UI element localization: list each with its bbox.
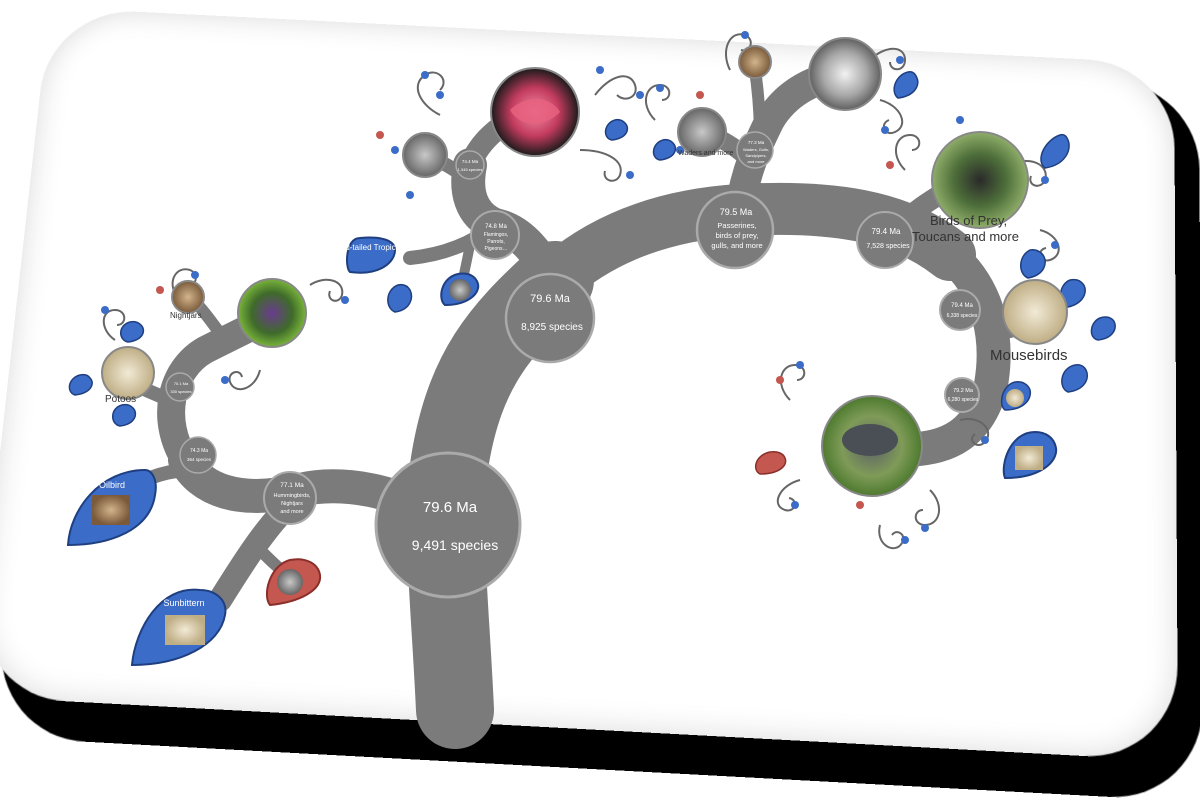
bird-print-photo (1015, 446, 1043, 470)
leaf-dots-red (156, 91, 894, 509)
passeri-node-age: 79.2 Ma (953, 388, 974, 394)
oilbird-label: Oilbird (99, 480, 125, 490)
nightjar-node-species: 330 species (170, 389, 191, 394)
landbirds-age: 79.4 Ma (872, 227, 901, 236)
wader-photo[interactable] (677, 107, 727, 157)
leaf-junco-red[interactable] (754, 451, 787, 475)
node-neoaves[interactable]: 79.6 Ma 8,925 species (504, 272, 596, 364)
tree-branches (118, 60, 1040, 749)
waders-node-desc-1: Waders, Gulls, (743, 147, 769, 152)
leaf-sunbittern[interactable]: Sunbittern (130, 588, 227, 667)
nightjars-label: Nightjars (170, 311, 202, 320)
hornbill-photo[interactable] (931, 131, 1029, 229)
waders-node-age: 77.3 Ma (748, 140, 765, 145)
potoo-node-species: 364 species (187, 457, 212, 462)
tropicbird-photo (449, 279, 471, 301)
passerines-desc-2: birds of prey, (716, 231, 759, 240)
nightjar-photo[interactable] (171, 280, 205, 314)
mousebird-node-age: 79.4 Ma (951, 303, 973, 309)
leaf-small-print[interactable] (1000, 381, 1032, 411)
waders-node-desc-2: Sandpipers, (745, 153, 766, 158)
leaf-hornbill-side[interactable] (1040, 133, 1070, 169)
pigeon-photo[interactable] (402, 132, 448, 178)
leaf-sunbittern-relative[interactable] (265, 558, 322, 607)
tropicbird-label: Red-tailed Tropicbird (335, 243, 409, 252)
hummingbirds-desc-1: Hummingbirds, (274, 493, 311, 499)
bird-phylogeny-tree: Oilbird Sunbittern Red-tailed Tropicbird (66, 31, 1116, 749)
leaf-waders-blue[interactable] (652, 138, 677, 161)
node-potoo[interactable]: 74.3 Ma 364 species (179, 436, 217, 474)
small-print-photo (1006, 389, 1024, 407)
passeri-node-species: 6,280 species (948, 397, 979, 403)
mousebird-node-species: 6,338 species (947, 313, 978, 319)
landbird-branch (883, 238, 1011, 467)
tropicbird-node-desc-3: Pigeons… (484, 246, 507, 252)
potoo-node-age: 74.3 Ma (190, 448, 208, 454)
birds-of-prey-label-1: Birds of Prey, (930, 213, 1007, 228)
leaf-bird-print[interactable] (1002, 430, 1058, 480)
node-tropicbird[interactable]: 74.8 Ma Flamingos, Parrots, Pigeons… (470, 210, 520, 260)
sunbittern-label: Sunbittern (163, 598, 204, 608)
leaf-tropicbird-photo[interactable] (440, 272, 480, 307)
node-waders[interactable]: 77.3 Ma Waders, Gulls, Sandpipers, and m… (736, 131, 774, 169)
waders-node-desc-3: and more (748, 159, 766, 164)
flamingo-node-species: 1,345 species (458, 167, 483, 172)
potoos-label: Potoos (105, 394, 136, 405)
sunbittern-photo (165, 615, 205, 645)
passerines-desc-1: Passerines, (717, 221, 756, 230)
small-top-photo[interactable] (738, 45, 772, 79)
leaf-potoo-blue-b[interactable] (112, 403, 137, 427)
nightjar-node-age: 70.1 Ma (174, 381, 189, 386)
birds-of-prey-label-2: Toucans and more (912, 229, 1019, 244)
node-landbirds[interactable]: 79.4 Ma 7,528 species (856, 211, 914, 269)
leaf-tropicbird[interactable]: Red-tailed Tropicbird (335, 236, 409, 274)
root-age: 79.6 Ma (423, 499, 478, 516)
mousebird-photo[interactable] (1002, 279, 1068, 345)
leaf-oilbird[interactable]: Oilbird (66, 468, 157, 547)
node-mousebird[interactable]: 79.4 Ma 6,338 species (939, 289, 981, 331)
waders-label: Waders and more (678, 150, 733, 157)
waders-twig-2 (749, 64, 766, 146)
hummingbirds-desc-2: Nightjars (281, 501, 303, 507)
hummingbird-photo[interactable] (237, 278, 307, 348)
leaf-mousebird-c[interactable] (1090, 316, 1116, 341)
leaf-mousebird-a[interactable] (1020, 249, 1046, 279)
spoonbill-photo[interactable] (490, 67, 580, 157)
potoo-photo[interactable] (101, 346, 155, 400)
oilbird-photo (92, 495, 130, 525)
node-root[interactable]: 79.6 Ma 9,491 species (374, 451, 522, 599)
leaf-mousebird-d[interactable] (1061, 364, 1089, 393)
node-nightjar[interactable]: 70.1 Ma 330 species (165, 372, 195, 402)
leaf-potoo-blue-c[interactable] (120, 320, 145, 343)
tropicbird-node-age: 74.8 Ma (485, 224, 507, 230)
flamingo-node-age: 74.4 Ma (462, 159, 479, 164)
leaf-gull-side[interactable] (893, 71, 919, 99)
gull-photo[interactable] (808, 37, 882, 111)
leaf-potoo-blue-a[interactable] (68, 373, 93, 396)
neoaves-species: 8,925 species (521, 322, 583, 333)
hummingbirds-age: 77.1 Ma (280, 482, 304, 489)
landbirds-species: 7,528 species (866, 243, 910, 250)
node-flamingo[interactable]: 74.4 Ma 1,345 species (455, 150, 485, 180)
hummingbirds-desc-3: and more (280, 509, 303, 515)
leaf-spoonbill-side[interactable] (604, 118, 629, 141)
neoaves-age: 79.6 Ma (530, 293, 571, 305)
node-hummingbirds[interactable]: 77.1 Ma Hummingbirds, Nightjars and more (263, 471, 317, 525)
node-passeri[interactable]: 79.2 Ma 6,280 species (944, 377, 980, 413)
tropicbird-node-desc-1: Flamingos, (484, 232, 508, 238)
tropicbird-node-desc-2: Parrots, (487, 239, 505, 245)
junco-photo[interactable] (821, 395, 923, 497)
node-passerines[interactable]: 79.5 Ma Passerines, birds of prey, gulls… (695, 190, 775, 270)
root-species: 9,491 species (412, 537, 498, 553)
leaf-blue-small-1[interactable] (387, 283, 413, 313)
kagu-photo (277, 569, 303, 595)
leaf-dots (101, 31, 1059, 544)
passerines-age: 79.5 Ma (720, 207, 753, 217)
passerines-desc-3: gulls, and more (711, 241, 762, 250)
mousebirds-label: Mousebirds (990, 347, 1068, 364)
